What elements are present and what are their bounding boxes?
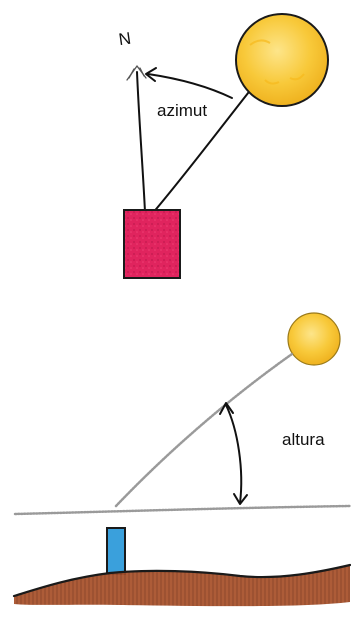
building-top-view-icon xyxy=(124,210,180,278)
altitude-arc xyxy=(226,405,241,503)
sun-ray-line xyxy=(116,354,292,506)
sun-icon xyxy=(236,14,328,106)
azimuth-label: azimut xyxy=(157,101,207,120)
altitude-label: altura xyxy=(282,430,325,449)
ground xyxy=(14,565,350,606)
sun-icon xyxy=(288,313,340,365)
horizon-line xyxy=(15,506,350,514)
azimuth-arc xyxy=(148,74,232,98)
north-line xyxy=(137,72,145,212)
altitude-arc-arrowhead-top xyxy=(220,403,233,414)
altitude-view: altura xyxy=(14,313,350,606)
building-side-view-icon xyxy=(107,528,125,574)
azimuth-view: N azimut xyxy=(117,14,328,278)
north-marker: N xyxy=(117,29,132,50)
